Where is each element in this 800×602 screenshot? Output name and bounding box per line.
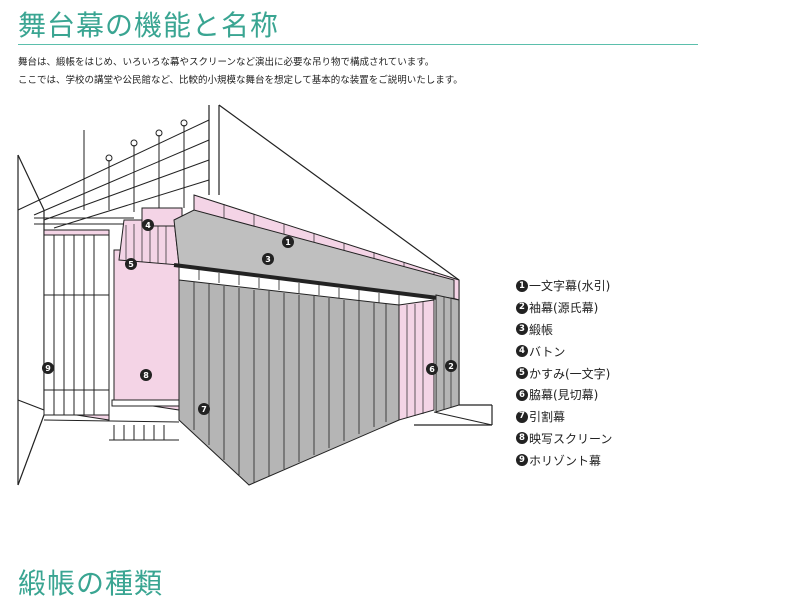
marker-3: 3 (262, 253, 274, 265)
marker-4: 4 (142, 219, 154, 231)
legend-number: 6 (516, 388, 528, 401)
svg-text:6: 6 (429, 365, 435, 374)
legend-number: 2 (516, 301, 528, 314)
left-drapery (43, 234, 110, 416)
svg-text:3: 3 (265, 255, 271, 264)
grid-battens (17, 119, 210, 229)
intro-line-1: 舞台は、緞帳をはじめ、いろいろな幕やスクリーンなど演出に必要な吊り物で構成されて… (18, 57, 435, 68)
marker-1: 1 (282, 236, 294, 248)
section-heading-curtain-types: 緞帳の種類 (18, 567, 164, 600)
legend-label: 一文字幕(水引) (529, 279, 611, 294)
marker-6: 6 (426, 363, 438, 375)
legend-label: 映写スクリーン (529, 431, 613, 446)
marker-2: 2 (445, 360, 457, 372)
wing-curtain (435, 294, 460, 413)
intro-text: 舞台は、緞帳をはじめ、いろいろな幕やスクリーンなど演出に必要な吊り物で構成されて… (18, 56, 718, 92)
left-wall-structure (17, 154, 45, 486)
legend-label: 緞帳 (529, 322, 554, 337)
marker-7: 7 (198, 403, 210, 415)
svg-text:2: 2 (448, 362, 454, 371)
legend-number: 5 (516, 367, 528, 380)
diagram-markers: 1 2 3 4 5 6 7 8 9 (42, 219, 457, 415)
side-masking-curtain (398, 299, 435, 421)
intro-line-2: ここでは、学校の講堂や公民館など、比較的小規模な舞台を想定して基本的な装置をご説… (18, 75, 463, 86)
legend-label: 引割幕 (529, 410, 566, 425)
legend-number: 7 (516, 410, 528, 423)
tab-curtain (178, 279, 400, 486)
legend-label: 脇幕(見切幕) (529, 388, 599, 403)
svg-text:4: 4 (145, 221, 151, 230)
svg-text:8: 8 (143, 371, 149, 380)
svg-text:9: 9 (45, 364, 51, 373)
legend-label: バトン (529, 344, 566, 359)
legend-label: かすみ(一文字) (529, 366, 611, 381)
svg-text:5: 5 (128, 260, 134, 269)
legend-number: 8 (516, 432, 528, 445)
legend-label: 袖幕(源氏幕) (529, 301, 599, 316)
projection-screen (113, 249, 180, 411)
stage-floor (43, 411, 493, 441)
main-drop-curtain (173, 209, 455, 301)
legend-number: 4 (516, 345, 528, 358)
legend-number: 9 (516, 454, 528, 467)
marker-9: 9 (42, 362, 54, 374)
page-title: 舞台幕の機能と名称 (18, 9, 280, 42)
legend-number: 1 (516, 279, 528, 292)
legend-label: ホリゾント幕 (529, 453, 602, 468)
marker-5: 5 (125, 258, 137, 270)
stage-curtain-diagram: 1 2 3 4 5 6 7 8 9 (17, 104, 493, 486)
svg-text:7: 7 (201, 405, 207, 414)
legend-number: 3 (516, 323, 528, 336)
marker-8: 8 (140, 369, 152, 381)
svg-text:1: 1 (285, 238, 291, 247)
title-divider (18, 44, 698, 45)
